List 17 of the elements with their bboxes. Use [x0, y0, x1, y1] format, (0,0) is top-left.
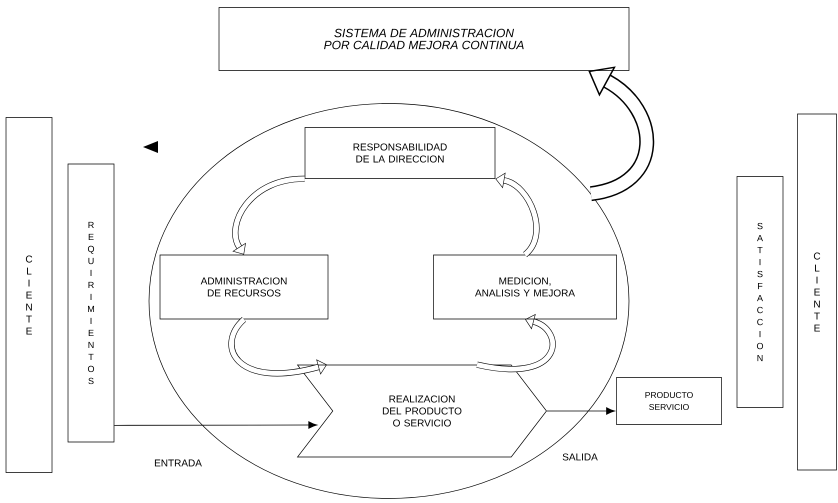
- block-arrow: [232, 176, 305, 255]
- process-box: ADMINISTRACION DE RECURSOS: [160, 254, 328, 320]
- arrow: [114, 421, 318, 429]
- block-arrow: [228, 317, 327, 376]
- client-box: C L I E N T E: [6, 117, 52, 473]
- edge-label: ENTRADA: [154, 460, 202, 466]
- output-box: PRODUCTO SERVICIO: [616, 377, 722, 425]
- satisfaction-box: S A T I S F A C C I O N: [736, 176, 784, 408]
- title-box: SISTEMA DE ADMINISTRACION POR CALIDAD MEJORA CONTINUA: [218, 7, 630, 71]
- edge-label: SALIDA: [562, 453, 598, 461]
- system-ellipse: [148, 103, 630, 499]
- arrow: [546, 407, 615, 415]
- client-box: C L I E N T E: [797, 114, 837, 470]
- chevron-box: REALIZACION DEL PRODUCTO O SERVICIO: [296, 364, 547, 458]
- requirements-box: R E Q U I R I M I E N T O S: [68, 164, 114, 442]
- process-box: RESPONSABILIDAD DE LA DIRECCION: [304, 127, 496, 179]
- process-box: MEDICION, ANALISIS Y MEJORA: [433, 254, 617, 320]
